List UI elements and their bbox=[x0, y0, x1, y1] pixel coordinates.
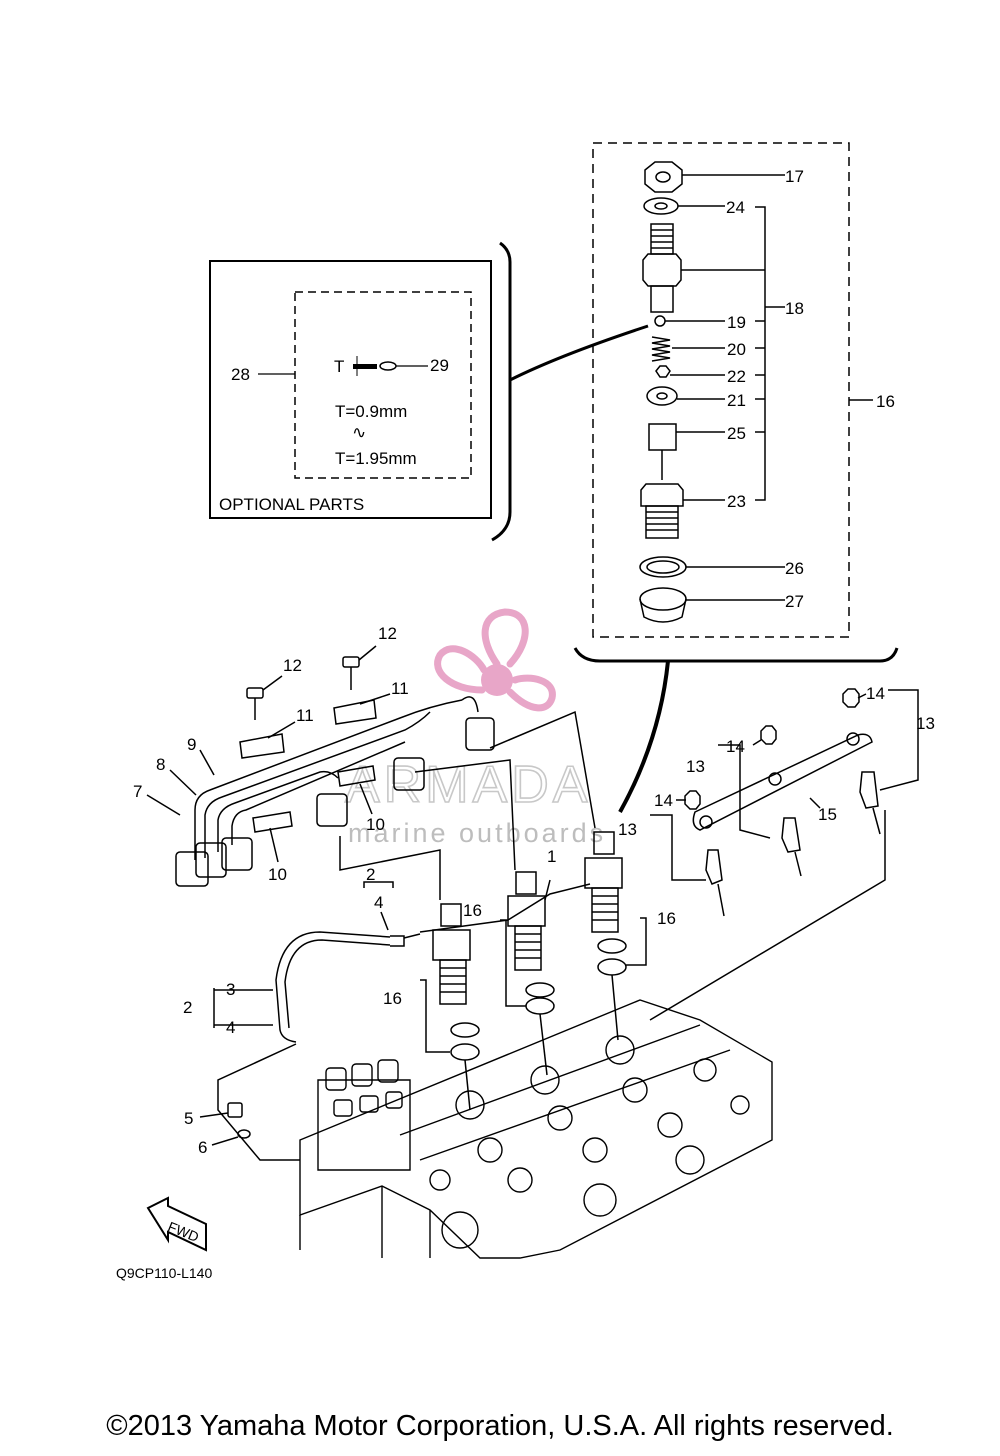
spring-icon bbox=[651, 336, 671, 362]
range-mark: ∿ bbox=[352, 423, 366, 442]
callout-10a: 10 bbox=[268, 865, 287, 884]
optional-parts-title: OPTIONAL PARTS bbox=[219, 495, 364, 514]
callout-12a: 12 bbox=[283, 656, 302, 675]
propeller-icon bbox=[434, 608, 556, 712]
callout-13b: 13 bbox=[686, 757, 705, 776]
fuel-injection-pipes bbox=[146, 645, 495, 887]
callout-14c: 14 bbox=[654, 791, 673, 810]
callout-4: 4 bbox=[226, 1018, 235, 1037]
fwd-arrow-icon bbox=[146, 1196, 207, 1252]
shim-thickness-mark bbox=[353, 364, 377, 369]
thickness-min: T=0.9mm bbox=[335, 402, 407, 421]
callout-5: 5 bbox=[184, 1109, 193, 1128]
clamp-icon bbox=[239, 733, 285, 759]
callout-24: 24 bbox=[726, 198, 745, 217]
callout-14b: 14 bbox=[726, 737, 745, 756]
return-hose bbox=[199, 881, 421, 1161]
injector-assemblies bbox=[339, 710, 647, 1111]
callout-18: 18 bbox=[785, 299, 804, 318]
glow-plug-lead bbox=[692, 733, 873, 831]
fwd-label: FWD bbox=[166, 1218, 202, 1245]
shim-icon bbox=[379, 361, 397, 371]
callout-29: 29 bbox=[430, 356, 449, 375]
pipe-fitting bbox=[175, 851, 209, 887]
gasket-icon bbox=[237, 1129, 251, 1139]
callout-13a: 13 bbox=[916, 714, 935, 733]
callout-1: 1 bbox=[547, 847, 556, 866]
callout-11b: 11 bbox=[391, 679, 409, 698]
callout-15: 15 bbox=[818, 805, 837, 824]
callout-9: 9 bbox=[187, 735, 196, 754]
callout-12b: 12 bbox=[378, 624, 397, 643]
copyright-notice: ©2013 Yamaha Motor Corporation, U.S.A. A… bbox=[106, 1410, 894, 1442]
union-bolt-icon bbox=[227, 1102, 243, 1118]
thickness-symbol: T bbox=[334, 357, 344, 376]
callout-14a: 14 bbox=[866, 684, 885, 703]
callout-11a: 11 bbox=[296, 706, 314, 725]
callout-22: 22 bbox=[727, 367, 746, 386]
thickness-max: T=1.95mm bbox=[335, 449, 417, 468]
callout-21: 21 bbox=[727, 391, 746, 410]
callout-6: 6 bbox=[198, 1138, 207, 1157]
cylinder-head bbox=[299, 999, 773, 1259]
optional-parts-box bbox=[209, 241, 649, 542]
callout-17: 17 bbox=[785, 167, 804, 186]
callout-20: 20 bbox=[727, 340, 746, 359]
callout-2: 2 bbox=[183, 998, 192, 1017]
watermark-logo: ARMADA marine outboards bbox=[344, 608, 606, 848]
callout-10b: 10 bbox=[366, 815, 385, 834]
callout-16-top: 16 bbox=[876, 392, 895, 411]
glow-plug-assembly bbox=[649, 688, 919, 1021]
callout-19: 19 bbox=[727, 313, 746, 332]
washer-icon bbox=[643, 197, 679, 215]
callout-25: 25 bbox=[727, 424, 746, 443]
callout-23: 23 bbox=[727, 492, 746, 511]
callout-16b: 16 bbox=[657, 909, 676, 928]
callout-2-top: 2 bbox=[366, 865, 375, 884]
callout-16a: 16 bbox=[463, 901, 482, 920]
callout-28: 28 bbox=[231, 365, 250, 384]
diagram-code: Q9CP110-L140 bbox=[116, 1265, 212, 1281]
nut-icon bbox=[644, 161, 683, 193]
callout-27: 27 bbox=[785, 592, 804, 611]
glow-plug-icon bbox=[705, 849, 723, 885]
callout-8: 8 bbox=[156, 755, 165, 774]
callout-16c: 16 bbox=[383, 989, 402, 1008]
injector-exploded-view bbox=[573, 142, 899, 813]
callout-26: 26 bbox=[785, 559, 804, 578]
callout-13-center: 13 bbox=[618, 820, 637, 839]
callout-4-top: 4 bbox=[374, 893, 383, 912]
callout-3: 3 bbox=[226, 980, 235, 999]
watermark-tagline: marine outboards bbox=[348, 818, 606, 848]
callout-7: 7 bbox=[133, 782, 142, 801]
